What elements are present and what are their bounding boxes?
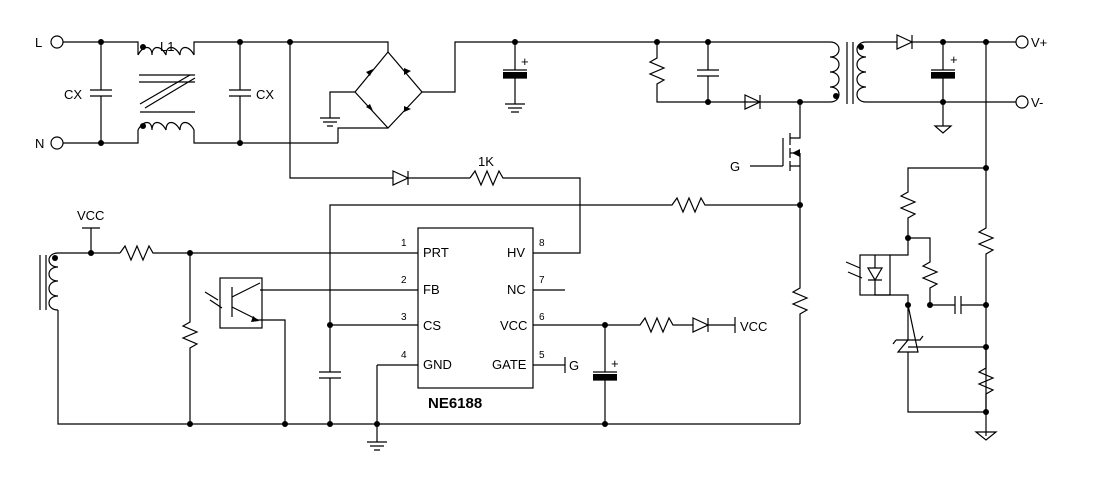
pin-name-cs: CS [423,318,441,333]
ic-ne6188: NE6188 1 2 3 4 PRT FB CS GND 8 7 6 5 HV … [190,227,605,451]
label-plus-3: + [611,356,619,371]
hv-startup: 1K [289,42,581,254]
pin-num-5: 5 [539,350,545,361]
label-v-minus: V- [1031,95,1043,110]
bulk-capacitor: + [503,39,529,113]
label-g-1: G [730,159,740,174]
ic-body [417,227,534,389]
terminal-v-minus [1015,95,1029,109]
terminal-L [50,35,64,49]
label-plus-1: + [521,54,529,69]
pin-num-7: 7 [539,275,545,286]
label-L1: L1 [160,39,174,54]
label-vcc-1: VCC [77,208,104,223]
terminal-v-plus [1015,35,1029,49]
label-N: N [35,136,44,151]
label-g-2: G [569,358,579,373]
label-cx-2: CX [256,87,274,102]
label-vcc-2: VCC [740,319,767,334]
mosfet: G [730,102,801,205]
pin-name-hv: HV [507,245,525,260]
optocoupler-transistor [204,277,286,424]
pin-name-gnd: GND [423,357,452,372]
pin-name-gate: GATE [492,357,527,372]
rcd-snubber [648,39,830,110]
pin-num-3: 3 [401,312,407,323]
choke-coil-bottom [137,121,195,131]
label-v-plus: V+ [1031,35,1047,50]
ac-input-filter: L N CX L1 CX [35,35,338,151]
pin-name-prt: PRT [423,245,449,260]
cs-network [319,196,809,424]
pin-num-1: 1 [401,238,407,249]
label-plus-2: + [950,52,958,67]
transformer [829,41,1016,104]
pin-name-nc: NC [507,282,526,297]
pin-name-fb: FB [423,282,440,297]
pin-num-6: 6 [539,312,545,323]
pin-num-4: 4 [401,350,407,361]
label-1k: 1K [478,154,494,169]
output-stage: + V+ V- [896,34,1047,134]
label-L: L [35,35,42,50]
bridge-rectifier [290,41,830,143]
pin-name-vcc: VCC [500,318,527,333]
secondary-feedback [845,42,998,441]
choke-coil-top [137,46,195,56]
terminal-N [50,136,64,150]
label-cx-1: CX [64,87,82,102]
pin-num-2: 2 [401,275,407,286]
ic-title: NE6188 [428,395,482,412]
aux-winding: VCC [39,208,800,427]
vcc-supply: + VCC [593,316,767,424]
pin-num-8: 8 [539,238,545,249]
